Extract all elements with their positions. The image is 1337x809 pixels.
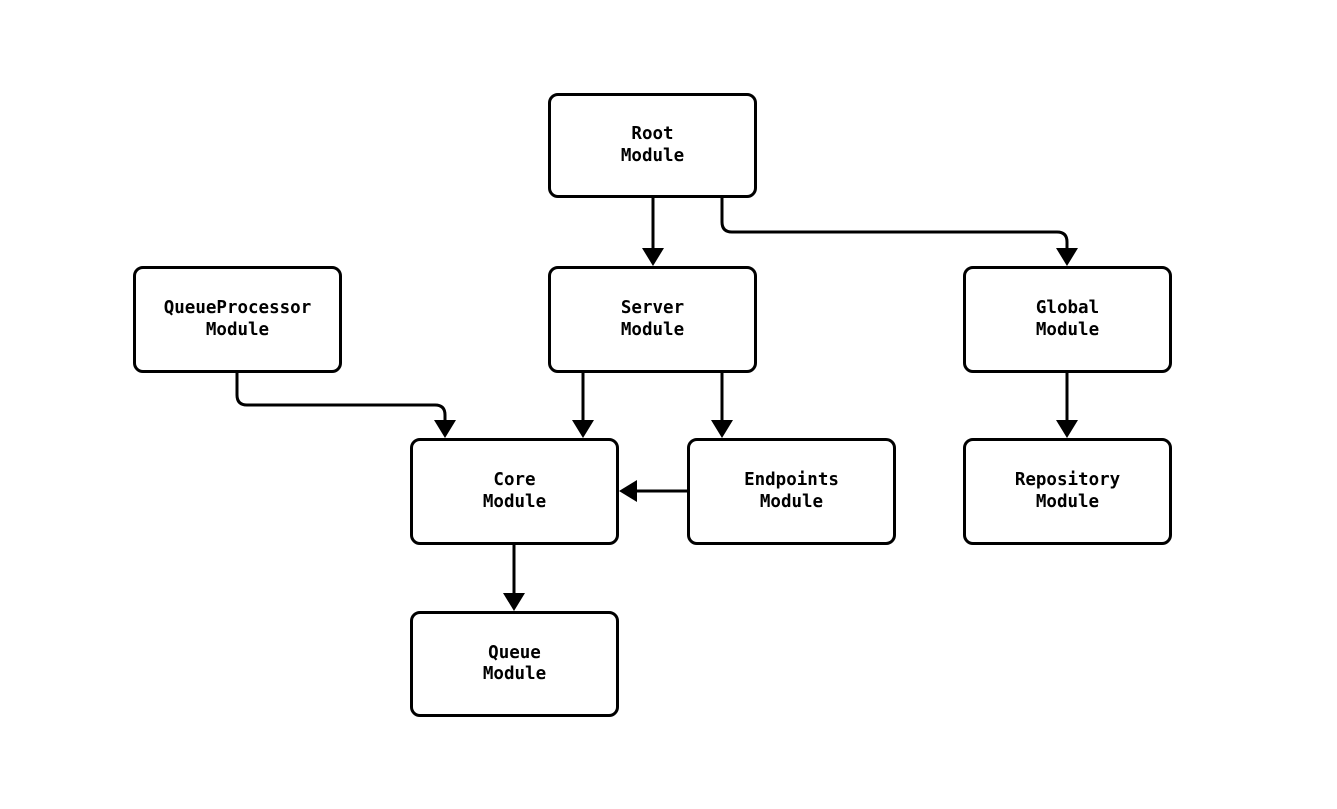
node-root-module: Root Module: [548, 93, 757, 198]
edge-endpoints-to-core: [619, 480, 689, 502]
edge-queueprocessor-to-core: [235, 371, 456, 438]
node-global-module: Global Module: [963, 266, 1172, 373]
edge-root-to-global: [720, 196, 1078, 266]
node-label: Root Module: [620, 124, 685, 166]
node-queue-module: Queue Module: [410, 611, 619, 717]
arrowhead-icon: [642, 248, 664, 266]
arrowhead-icon: [434, 420, 456, 438]
arrowhead-icon: [1056, 420, 1078, 438]
node-server-module: Server Module: [548, 266, 757, 373]
edge-server-to-core: [572, 371, 594, 438]
node-endpoints-module: Endpoints Module: [687, 438, 896, 545]
arrowhead-icon: [711, 420, 733, 438]
node-queueprocessor-module: QueueProcessor Module: [133, 266, 342, 373]
edge-global-to-repository: [1056, 371, 1078, 438]
edge-root-to-server: [642, 196, 664, 266]
node-label: Queue Module: [482, 642, 547, 685]
arrowhead-icon: [1056, 248, 1078, 266]
node-core-module: Core Module: [410, 438, 619, 545]
arrowhead-icon: [619, 480, 637, 502]
arrowhead-icon: [572, 420, 594, 438]
node-repository-module: Repository Module: [963, 438, 1172, 545]
node-label: Server Module: [620, 298, 685, 340]
edge-core-to-queue: [503, 543, 525, 611]
node-label: Core Module: [482, 470, 547, 512]
node-label: Repository Module: [1014, 470, 1121, 512]
node-label: Endpoints Module: [744, 470, 839, 512]
arrowhead-icon: [503, 593, 525, 611]
node-label: Global Module: [1035, 298, 1100, 340]
edge-server-to-endpoints: [711, 371, 733, 438]
node-label: QueueProcessor Module: [163, 298, 312, 340]
